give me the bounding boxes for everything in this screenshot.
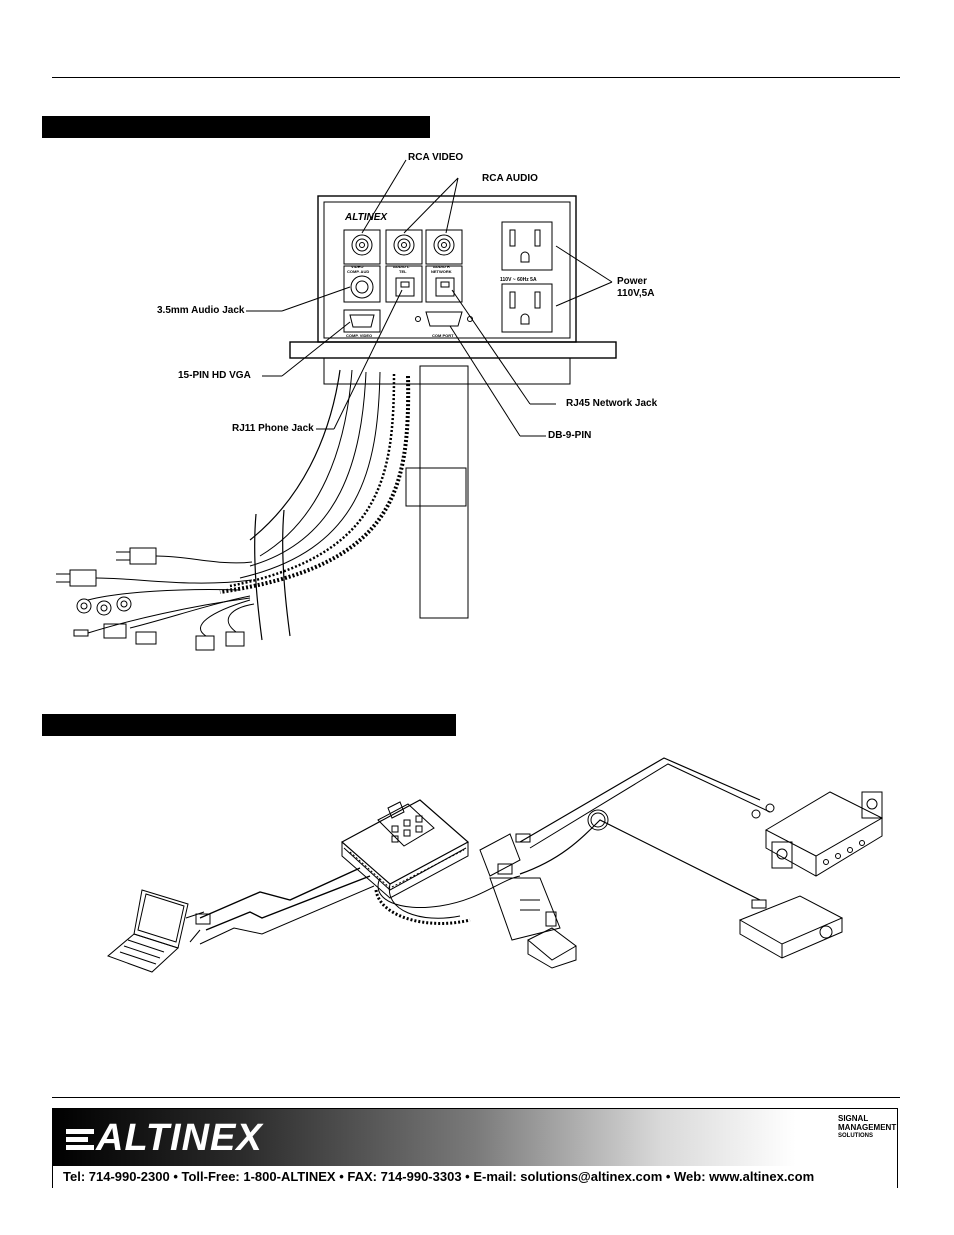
projector-icon	[738, 895, 844, 945]
connector-panel-diagram: ALTINEX VIDEO AUDIO L AUDIO R COMP. AUD …	[56, 159, 617, 651]
panel-label-video: VIDEO	[351, 264, 363, 269]
speaker-icon	[861, 791, 883, 819]
label-rca-audio: RCA AUDIO	[482, 173, 538, 184]
panel-label-tel: TEL	[399, 269, 407, 274]
label-power: Power 110V,5A	[617, 276, 654, 300]
panel-label-comp-aud: COMP. AUD	[347, 269, 369, 274]
label-rca-video: RCA VIDEO	[408, 152, 464, 163]
badge-line2: MANAGEMENT	[838, 1123, 897, 1132]
panel-brand: ALTINEX	[344, 212, 388, 223]
application-diagram	[107, 757, 884, 973]
signal-management-badge: SIGNAL MANAGEMENT SOLUTIONS	[838, 1114, 896, 1141]
panel-label-audio-r: AUDIO R	[433, 264, 450, 269]
label-rj11: RJ11 Phone Jack	[232, 423, 314, 434]
footer-rule	[52, 1097, 900, 1098]
badge-line3: SOLUTIONS	[838, 1133, 874, 1139]
panel-power-rating: 110V ~ 60Hz 5A	[500, 277, 537, 283]
label-rj45: RJ45 Network Jack	[566, 398, 658, 409]
label-db9: DB-9-PIN	[548, 430, 592, 441]
section-bar-connections	[42, 116, 430, 138]
panel-label-comp-video: COMP. VIDEO	[346, 333, 372, 338]
panel-label-com-port: COM PORT	[432, 333, 454, 338]
label-power-line1: Power	[617, 276, 648, 287]
footer-logo-text: ALTINEX	[96, 1117, 263, 1159]
label-power-line2: 110V,5A	[617, 288, 655, 299]
footer-logo: ALTINEX	[66, 1118, 263, 1158]
label-vga: 15-PIN HD VGA	[178, 370, 251, 381]
panel-label-network: NETWORK	[431, 269, 452, 274]
label-audio-jack: 3.5mm Audio Jack	[157, 305, 245, 316]
speaker-icon	[771, 841, 793, 869]
section-bar-application	[42, 714, 456, 736]
footer-contact-line: Tel: 714-990-2300 • Toll-Free: 1-800-ALT…	[52, 1166, 898, 1188]
panel-label-audio-l: AUDIO L	[393, 264, 410, 269]
header-rule	[52, 77, 900, 78]
badge-line1: SIGNAL	[838, 1114, 869, 1123]
